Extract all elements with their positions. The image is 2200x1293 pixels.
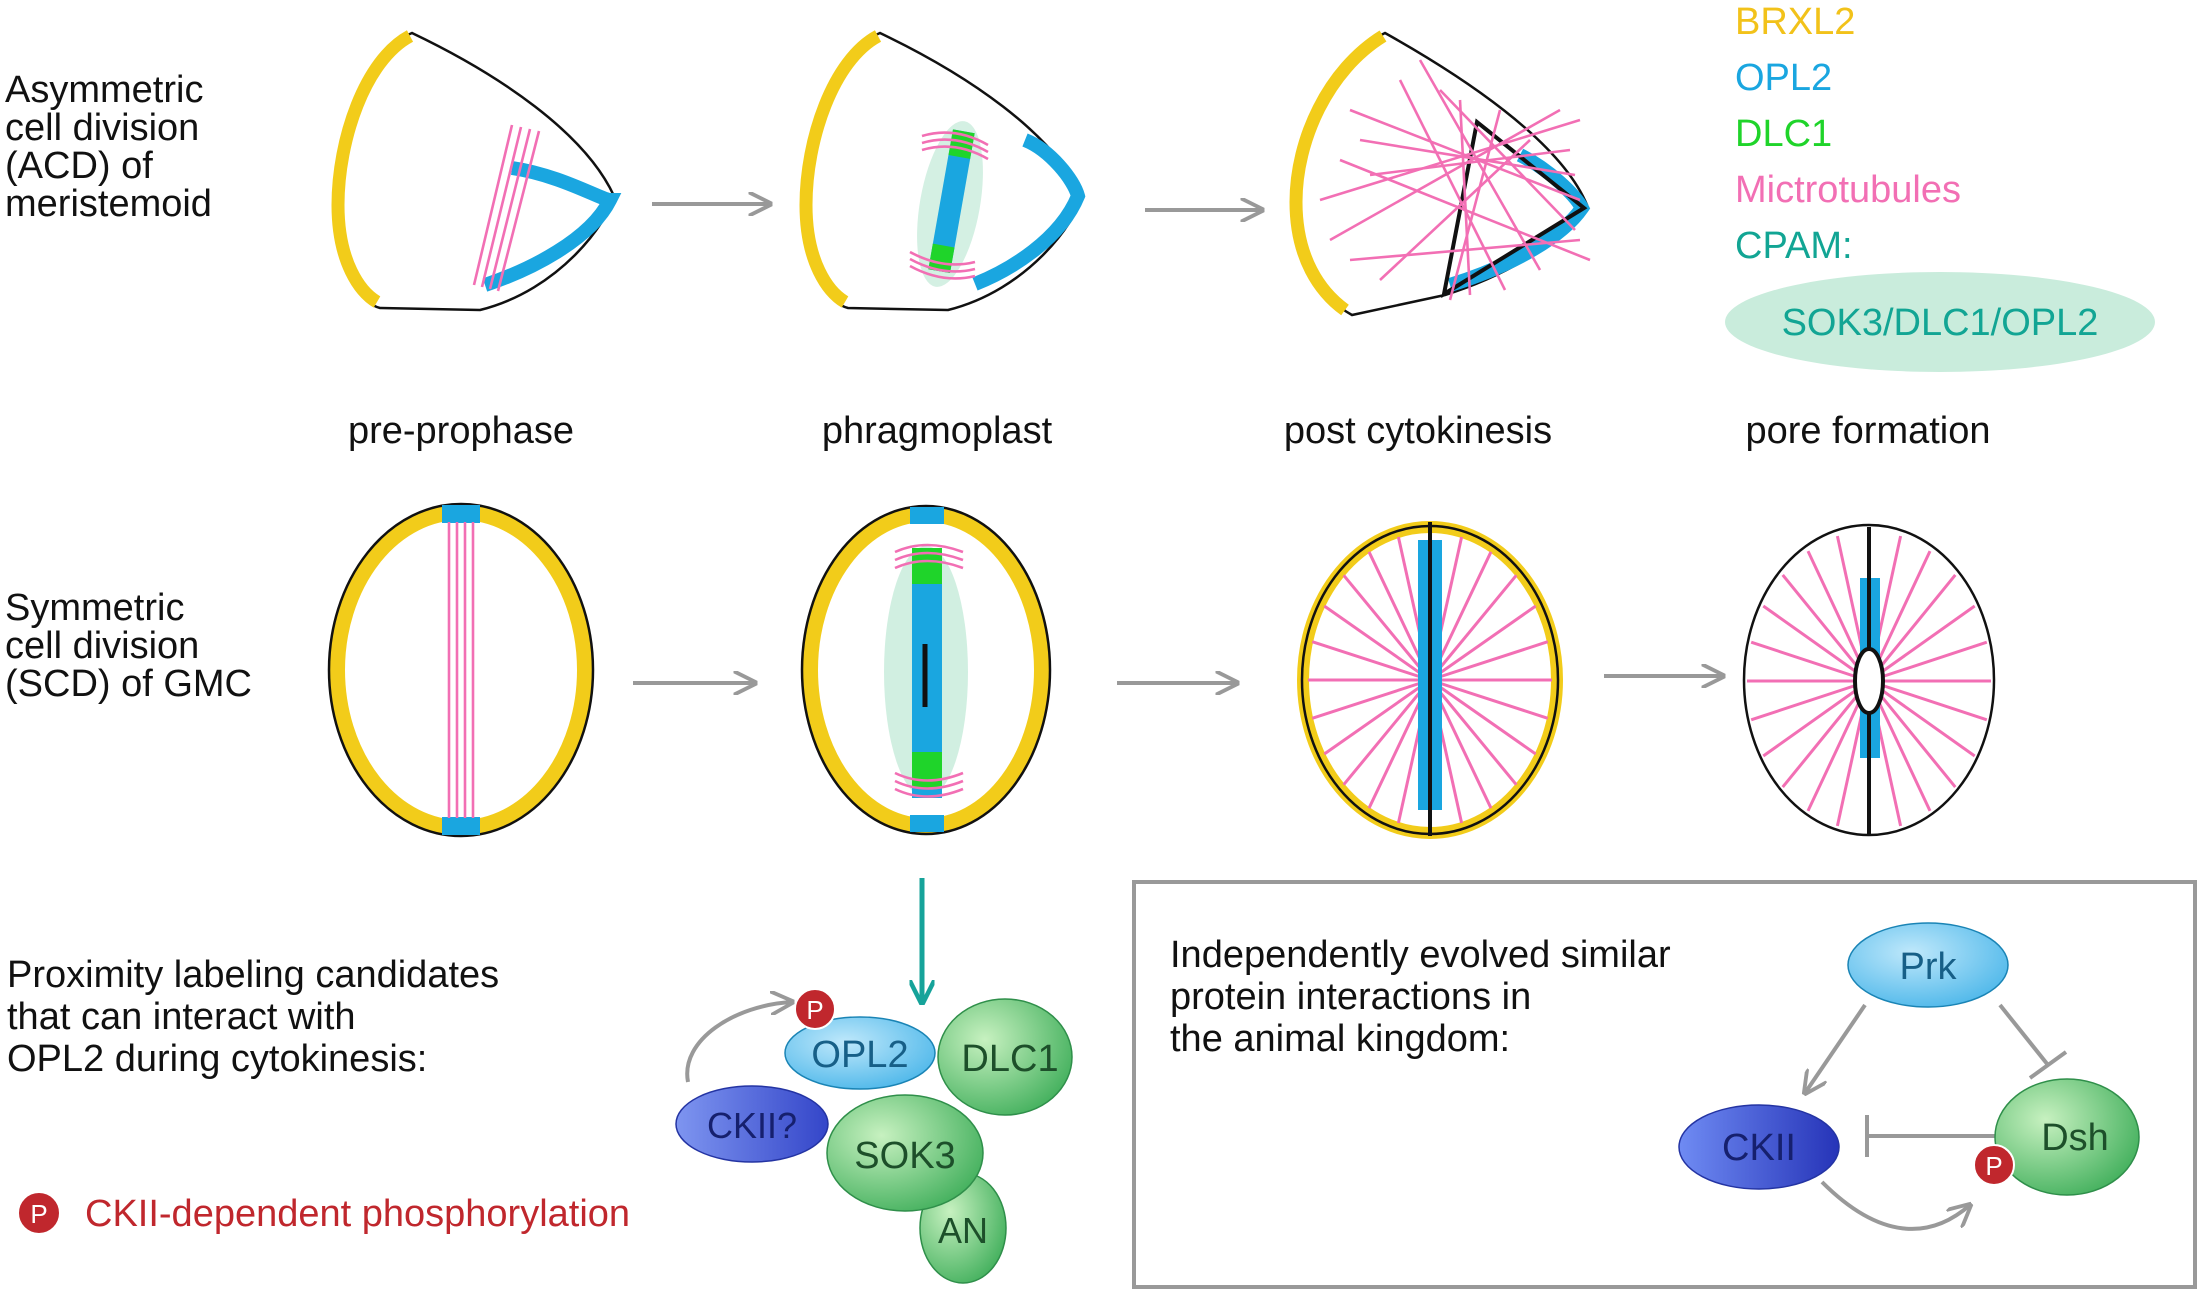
microtubule-ray: [1429, 640, 1549, 682]
acd-label-line-1: Asymmetric: [5, 69, 203, 111]
legend-dlc1: DLC1: [1735, 113, 1832, 155]
microtubule-ray: [1868, 679, 1988, 722]
phospho-legend-marker-label: P: [30, 1199, 47, 1229]
microtubule-ray: [1429, 678, 1537, 756]
dsh-phospho-label: P: [1985, 1151, 2002, 1181]
stage-label-post-cytokinesis: post cytokinesis: [1284, 410, 1552, 452]
scd-cell-pore-formation: [1742, 523, 1996, 837]
animal-line-3: the animal kingdom:: [1170, 1018, 1510, 1060]
animal-line-1: Independently evolved similar: [1170, 934, 1671, 976]
sok3-label: SOK3: [854, 1135, 955, 1177]
ckii-animal-node: [1678, 1104, 1840, 1190]
acd-label-line-2: cell division: [5, 107, 199, 149]
acd-cell-phragmoplast: [799, 30, 1086, 312]
legend: BRXL2 OPL2 DLC1 Mictrotubules CPAM: SOK3…: [1725, 1, 2155, 372]
prk-inhibits-dsh: [1998, 1003, 2050, 1067]
ckii-animal-label: CKII: [1722, 1127, 1796, 1169]
opl2-phospho-label: P: [806, 995, 823, 1025]
legend-opl2: OPL2: [1735, 57, 1832, 99]
acd-label-line-3: (ACD) of: [5, 145, 153, 187]
dsh-label: Dsh: [2041, 1117, 2109, 1159]
legend-cpam-ellipse: [1725, 272, 2155, 372]
microtubule-ray: [1428, 574, 1518, 681]
ckii-label: CKII?: [707, 1105, 797, 1146]
microtubule-ray: [1781, 573, 1871, 682]
scd-label-line-2: cell division: [5, 625, 199, 667]
proximity-line-2: that can interact with: [7, 996, 356, 1038]
dsh-phospho-marker: [1973, 1144, 2015, 1186]
microtubule-ray: [1868, 640, 1988, 683]
scd-label-line-1: Symmetric: [5, 587, 184, 629]
microtubule-ray: [1750, 679, 1870, 722]
microtubule-ray: [1750, 640, 1870, 683]
opl2-label: OPL2: [811, 1034, 908, 1076]
animal-line-2: protein interactions in: [1170, 976, 1531, 1018]
acd-cell-post-cytokinesis: [1289, 30, 1591, 317]
microtubule-ray: [1781, 680, 1871, 789]
ckii-to-dsh-arrow: [1820, 1180, 1970, 1231]
microtubule-ray: [1429, 678, 1549, 720]
microtubule-ray: [1323, 604, 1431, 682]
sok3-node: [826, 1094, 984, 1212]
opl2-phospho-marker: [794, 988, 836, 1030]
acd-label-line-4: meristemoid: [5, 183, 212, 225]
legend-cpam-complex: SOK3/DLC1/OPL2: [1782, 302, 2099, 344]
stage-label-pore-formation: pore formation: [1745, 410, 1990, 452]
stage-label-preprophase: pre-prophase: [348, 410, 574, 452]
scd-cell-preprophase: [327, 502, 595, 838]
phospho-legend: P CKII-dependent phosphorylation: [17, 1191, 630, 1235]
microtubule-ray: [1868, 604, 1976, 683]
microtubule-ray: [1342, 574, 1432, 681]
dlc1-label: DLC1: [961, 1038, 1058, 1080]
microtubule-ray: [1762, 604, 1870, 683]
proximity-line-1: Proximity labeling candidates: [7, 954, 499, 996]
acd-cell-preprophase: [331, 30, 622, 312]
legend-brxl2: BRXL2: [1735, 1, 1855, 43]
microtubule-ray: [1867, 573, 1957, 682]
dsh-node: [1994, 1078, 2140, 1196]
an-label: AN: [938, 1210, 988, 1251]
scd-row-label: Symmetric cell division (SCD) of GMC: [5, 587, 252, 705]
dlc1-node: [937, 998, 1073, 1116]
proximity-text: Proximity labeling candidates that can i…: [7, 954, 510, 1080]
microtubule-ray: [1867, 680, 1957, 789]
opl2-node: [784, 1016, 936, 1090]
prk-label: Prk: [1900, 946, 1958, 988]
ckii-node: [675, 1085, 829, 1163]
microtubule-ray: [1429, 604, 1537, 682]
legend-cpam: CPAM:: [1735, 225, 1853, 267]
prk-inhibits-dsh-bar: [2028, 1050, 2068, 1080]
microtubule-ray: [1311, 640, 1431, 682]
prk-node: [1847, 922, 2009, 1008]
microtubule-ray: [1311, 678, 1431, 720]
protein-cluster: AN DLC1 SOK3 OPL2 CKII? P: [675, 988, 1073, 1284]
animal-box-text: Independently evolved similar protein in…: [1170, 934, 1681, 1060]
scd-label-line-3: (SCD) of GMC: [5, 663, 252, 705]
animal-kingdom-box: Independently evolved similar protein in…: [1132, 880, 2197, 1289]
scd-cell-phragmoplast: [800, 504, 1052, 836]
ckii-to-opl2-arrow: [685, 1002, 792, 1083]
microtubule-ray: [1762, 679, 1870, 758]
prk-to-ckii-arrow: [1805, 1003, 1867, 1093]
animal-box-frame: [1132, 880, 2197, 1289]
phospho-legend-marker: [17, 1191, 61, 1235]
phospho-legend-text: CKII-dependent phosphorylation: [85, 1193, 630, 1235]
microtubule-ray: [1868, 679, 1976, 758]
acd-row-label: Asymmetric cell division (ACD) of merist…: [5, 69, 214, 225]
stage-label-phragmoplast: phragmoplast: [822, 410, 1053, 452]
microtubule-ray: [1323, 678, 1431, 756]
scd-cell-post-cytokinesis: [1297, 521, 1563, 839]
legend-microtubules: Mictrotubules: [1735, 169, 1961, 211]
proximity-line-3: OPL2 during cytokinesis:: [7, 1038, 427, 1080]
microtubule-ray: [1342, 679, 1432, 786]
microtubule-ray: [1428, 679, 1518, 786]
